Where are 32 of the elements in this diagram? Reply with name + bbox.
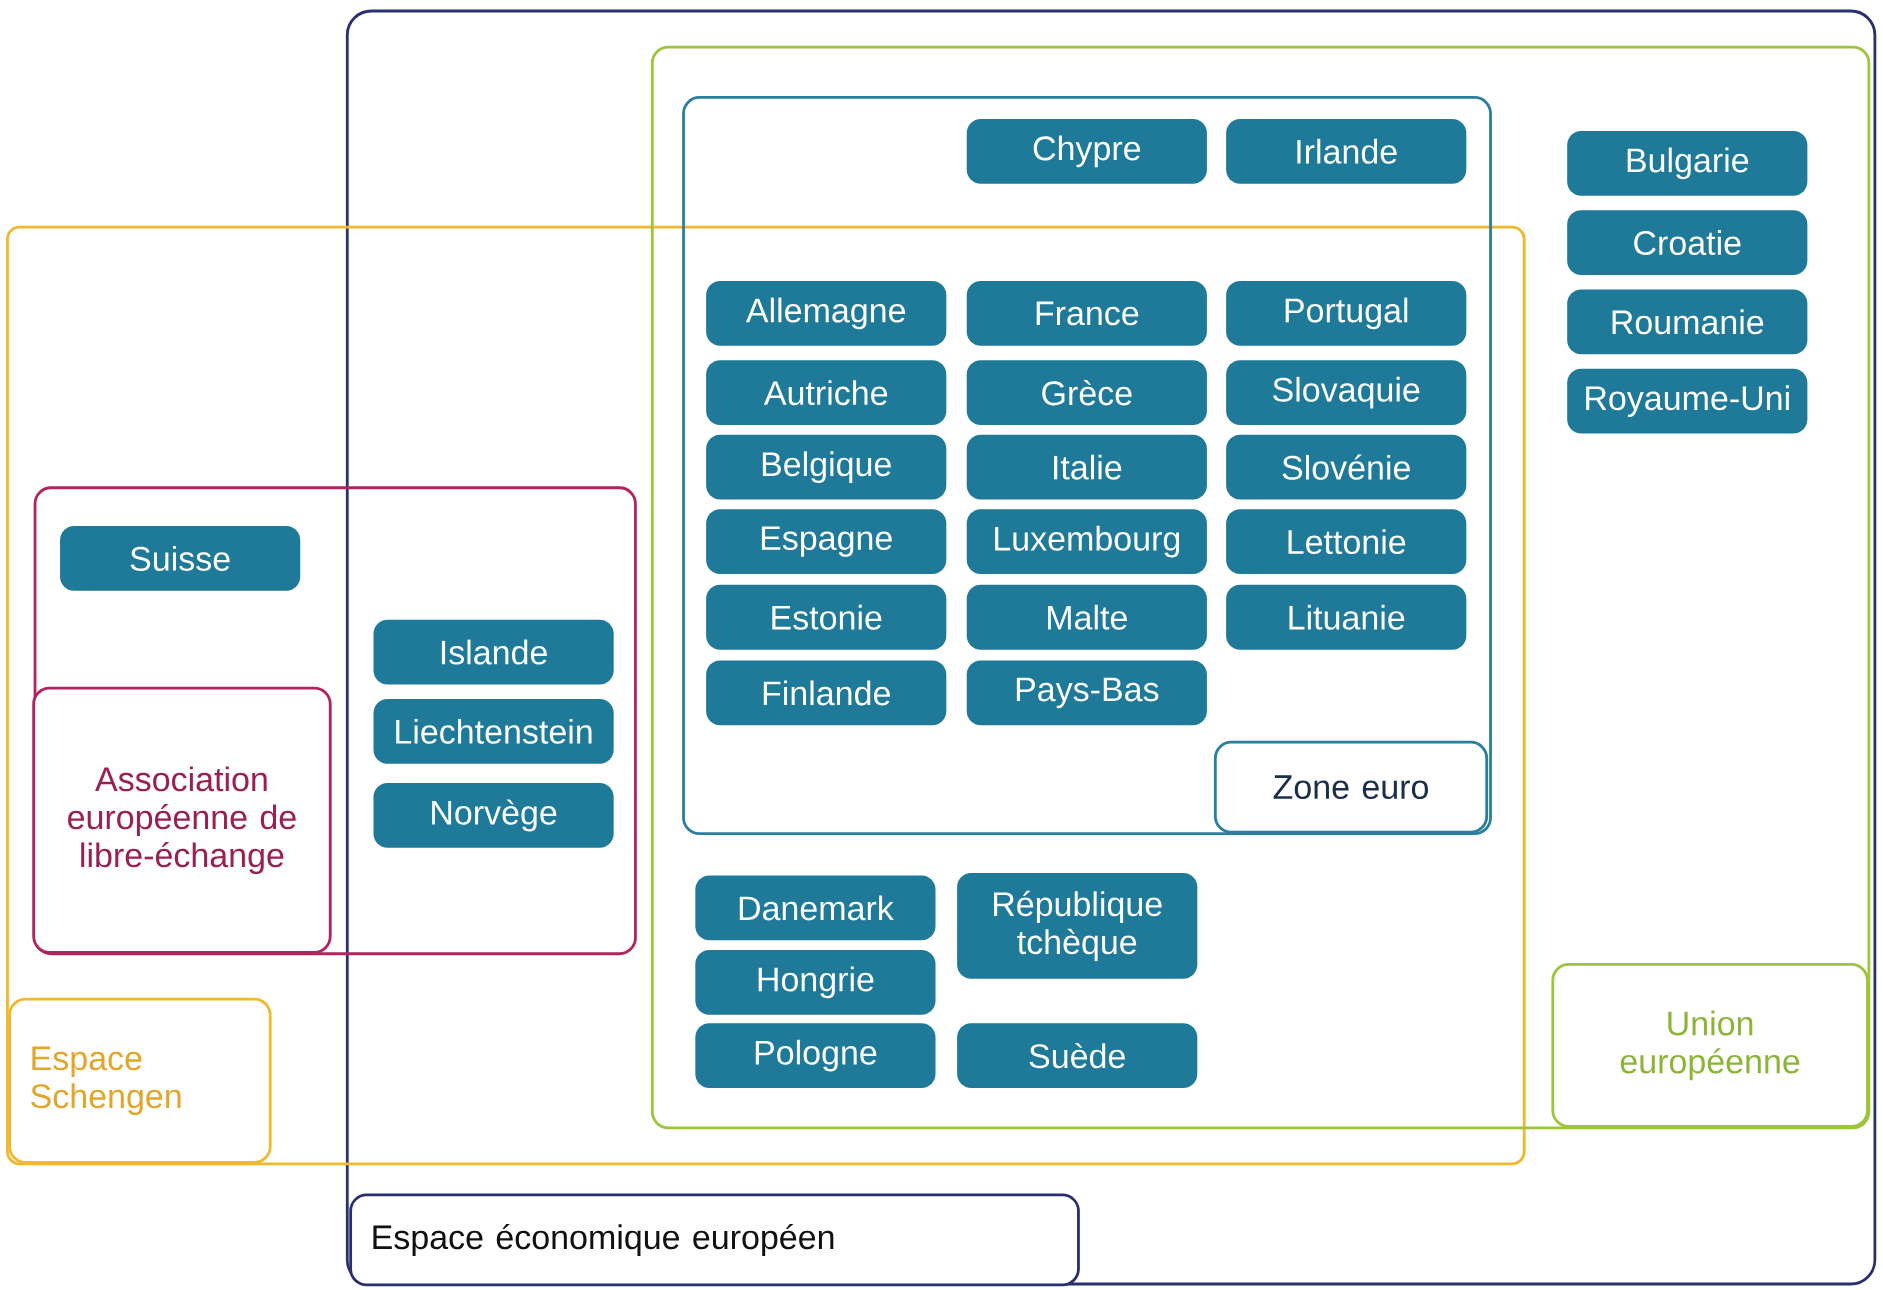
country-box: Croatie xyxy=(1567,210,1808,275)
country-box: Slovénie xyxy=(1226,434,1467,500)
country-box: Norvège xyxy=(373,783,614,848)
country-box: Belgique xyxy=(706,434,947,500)
country-box: Suède xyxy=(957,1023,1198,1088)
country-box: Liechtenstein xyxy=(373,698,614,764)
country-box: Allemagne xyxy=(706,281,947,346)
country-box: Irlande xyxy=(1226,118,1467,184)
country-box: Slovaquie xyxy=(1226,360,1467,426)
country-box: Hongrie xyxy=(695,949,936,1015)
country-box: Pologne xyxy=(695,1023,936,1088)
country-box: Malte xyxy=(966,584,1207,650)
country-box: Royaume-Uni xyxy=(1567,368,1808,434)
country-box: Estonie xyxy=(706,584,947,650)
country-box: Grèce xyxy=(966,360,1207,426)
country-box: France xyxy=(966,281,1207,346)
country-box: Bulgarie xyxy=(1567,130,1808,196)
country-box: Finlande xyxy=(706,660,947,726)
country-box: Pays-Bas xyxy=(966,660,1207,726)
country-box: Suisse xyxy=(60,526,301,591)
country-box: Autriche xyxy=(706,360,947,426)
country-box: Lituanie xyxy=(1226,584,1467,650)
country-box: Espagne xyxy=(706,509,947,574)
country-box: Danemark xyxy=(695,875,936,941)
country-box: Luxembourg xyxy=(966,509,1207,574)
country-box: Portugal xyxy=(1226,281,1467,346)
country-box: Roumanie xyxy=(1567,289,1808,355)
country-box: Italie xyxy=(966,434,1207,500)
country-box: Lettonie xyxy=(1226,509,1467,574)
country-box: Chypre xyxy=(966,118,1207,184)
country-box: Islande xyxy=(373,619,614,685)
country-box: République tchèque xyxy=(957,873,1198,979)
